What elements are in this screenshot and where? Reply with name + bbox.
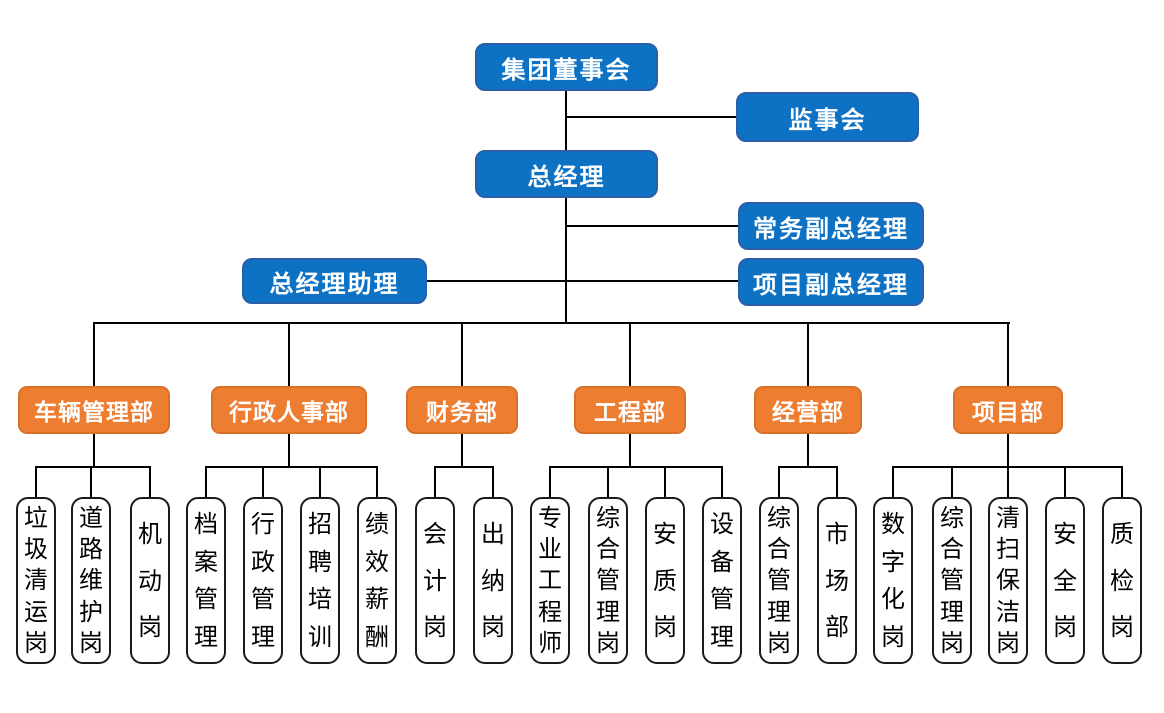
connector-main-rail xyxy=(93,322,1010,324)
node-deputy-exec-gm: 常务副总经理 xyxy=(738,202,924,250)
connector-dept-childrail xyxy=(93,434,95,468)
connector-drop-dept xyxy=(93,322,95,386)
position-road-maintenance: 道路维护岗 xyxy=(71,497,111,664)
connector-dept-childrail xyxy=(807,434,809,468)
connector-dept-childrail xyxy=(288,434,290,468)
connector-child-rail xyxy=(205,466,378,468)
dept-finance: 财务部 xyxy=(406,386,518,434)
node-general-manager: 总经理 xyxy=(475,150,658,198)
position-general-management-proj: 综合管理岗 xyxy=(932,497,972,664)
connector-dept-childrail xyxy=(461,434,463,468)
dept-operations: 经营部 xyxy=(754,386,862,434)
position-garbage-removal: 垃圾清运岗 xyxy=(16,497,56,664)
position-digitalization: 数字化岗 xyxy=(873,497,913,664)
connector-gm-trunk xyxy=(565,197,567,324)
connector-leaf-stub xyxy=(1064,466,1066,498)
position-cashier: 出纳岗 xyxy=(473,497,513,664)
node-gm-assistant: 总经理助理 xyxy=(242,258,427,304)
connector-leaf-stub xyxy=(892,466,894,498)
node-board: 集团董事会 xyxy=(475,43,658,91)
connector-leaf-stub xyxy=(721,466,723,498)
connector-leaf-stub xyxy=(492,466,494,498)
connector-drop-dept xyxy=(807,322,809,386)
dept-vehicle-management: 车辆管理部 xyxy=(18,386,170,434)
position-professional-engineer: 专业工程师 xyxy=(530,497,570,664)
position-performance-compensation: 绩效薪酬 xyxy=(357,497,397,664)
connector-child-rail xyxy=(549,466,723,468)
dept-project: 项目部 xyxy=(953,386,1063,434)
connector-leaf-stub xyxy=(434,466,436,498)
position-mobile: 机动岗 xyxy=(130,497,170,664)
connector-leaf-stub xyxy=(951,466,953,498)
connector-supervisory xyxy=(566,116,738,118)
connector-dept-childrail xyxy=(1007,434,1009,468)
position-general-management-eng: 综合管理岗 xyxy=(588,497,628,664)
connector-leaf-stub xyxy=(607,466,609,498)
connector-drop-dept xyxy=(629,322,631,386)
connector-board-gm xyxy=(565,91,567,151)
position-recruiting-training: 招聘培训 xyxy=(300,497,340,664)
dept-admin-hr: 行政人事部 xyxy=(211,386,367,434)
connector-child-rail xyxy=(778,466,838,468)
connector-leaf-stub xyxy=(35,466,37,498)
connector-leaf-stub xyxy=(205,466,207,498)
connector-leaf-stub xyxy=(1007,466,1009,498)
connector-child-rail xyxy=(434,466,494,468)
position-cleaning: 清扫保洁岗 xyxy=(988,497,1028,664)
connector-leaf-stub xyxy=(90,466,92,498)
position-market: 市场部 xyxy=(817,497,857,664)
connector-leaf-stub xyxy=(376,466,378,498)
connector-dept-childrail xyxy=(629,434,631,468)
connector-leaf-stub xyxy=(549,466,551,498)
position-equipment-management: 设备管理 xyxy=(702,497,742,664)
position-admin-management: 行政管理 xyxy=(243,497,283,664)
position-safety: 安全岗 xyxy=(1045,497,1085,664)
connector-leaf-stub xyxy=(836,466,838,498)
connector-drop-dept xyxy=(461,322,463,386)
position-accounting: 会计岗 xyxy=(415,497,455,664)
connector-deputy-exec xyxy=(566,225,740,227)
connector-leaf-stub xyxy=(149,466,151,498)
node-deputy-project-gm: 项目副总经理 xyxy=(738,258,924,306)
position-archives-management: 档案管理 xyxy=(186,497,226,664)
connector-assistant-deputy-project xyxy=(427,280,740,282)
node-supervisory: 监事会 xyxy=(736,92,919,142)
position-quality-inspection: 质检岗 xyxy=(1102,497,1142,664)
connector-leaf-stub xyxy=(1121,466,1123,498)
connector-drop-dept xyxy=(288,322,290,386)
connector-leaf-stub xyxy=(664,466,666,498)
position-general-management-ops: 综合管理岗 xyxy=(759,497,799,664)
connector-leaf-stub xyxy=(778,466,780,498)
connector-drop-dept xyxy=(1007,322,1009,386)
connector-leaf-stub xyxy=(319,466,321,498)
connector-child-rail xyxy=(35,466,151,468)
connector-leaf-stub xyxy=(262,466,264,498)
position-safety-quality: 安质岗 xyxy=(645,497,685,664)
dept-engineering: 工程部 xyxy=(574,386,686,434)
